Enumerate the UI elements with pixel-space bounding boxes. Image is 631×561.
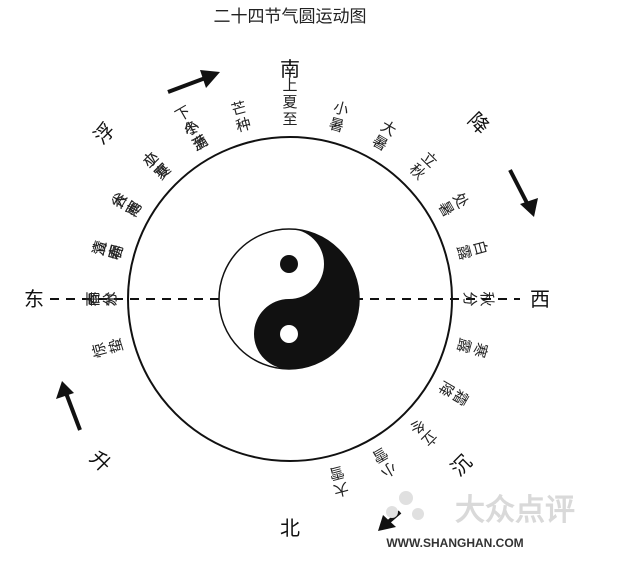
solar-term-label: 小雪 xyxy=(369,443,400,481)
solar-term-char: 秋 xyxy=(478,291,496,306)
solar-term-char: 雨 xyxy=(84,291,102,306)
yin-yang-icon xyxy=(218,228,360,370)
solar-term-label: 下冬至 xyxy=(172,102,211,154)
solar-term-char: 白 xyxy=(470,238,491,257)
solar-term-label: 立春 xyxy=(89,238,127,262)
solar-term-label: 大暑 xyxy=(369,117,400,155)
solar-term-label: 雨水 xyxy=(84,291,119,306)
solar-term-label: 春分 xyxy=(84,291,119,306)
solar-term-char: 春 xyxy=(84,291,102,306)
solar-term-label: 白露 xyxy=(453,238,491,262)
solar-term-label: 小寒 xyxy=(139,148,174,183)
side-label-top-right: 降 xyxy=(463,108,494,139)
direction-west: 西 xyxy=(530,287,550,311)
watermark-logo-icon xyxy=(386,491,424,520)
solar-term-char: 大 xyxy=(331,479,350,500)
diagram-title: 二十四节气圆运动图 xyxy=(214,7,367,27)
solar-term-label: 芒种 xyxy=(229,98,253,136)
solar-term-char: 夏 xyxy=(282,93,297,111)
solar-term-label: 惊蛰 xyxy=(89,336,127,360)
solar-term-char: 惊 xyxy=(89,340,110,359)
solar-term-label: 上夏至 xyxy=(282,76,297,128)
solar-term-char: 寒 xyxy=(470,340,491,359)
solar-term-char: 分 xyxy=(101,291,119,306)
solar-term-label: 小暑 xyxy=(327,98,351,136)
direction-east: 东 xyxy=(24,287,44,311)
solar-term-char: 芒 xyxy=(229,98,248,119)
solar-term-char: 种 xyxy=(234,114,253,135)
solar-term-label: 大寒 xyxy=(108,189,146,220)
solar-term-char: 雪 xyxy=(327,462,346,483)
solar-term-char: 清 xyxy=(89,238,110,257)
direction-south: 南 xyxy=(280,57,300,81)
solar-term-char: 至 xyxy=(282,110,297,128)
solar-term-label: 处暑 xyxy=(434,189,472,220)
watermark-site: WWW.SHANGHAN.COM xyxy=(386,536,523,550)
arrow-icon xyxy=(378,510,402,531)
solar-term-char: 露 xyxy=(453,243,474,262)
arrow-icon xyxy=(56,381,82,431)
solar-term-char: 暑 xyxy=(327,114,346,135)
solar-term-char: 立 xyxy=(89,238,110,257)
solar-term-char: 水 xyxy=(101,291,119,306)
solar-term-char: 蛰 xyxy=(105,336,126,355)
direction-north: 北 xyxy=(280,516,300,540)
solar-term-label: 霜降 xyxy=(434,378,472,409)
solar-term-label: 立冬 xyxy=(406,415,441,450)
solar-term-label: 立秋 xyxy=(406,148,441,183)
side-label-bottom-right: 沉 xyxy=(446,450,477,481)
solar-term-label: 大雪 xyxy=(327,462,351,500)
solar-term-label: 清明 xyxy=(89,238,127,262)
arrow-icon xyxy=(167,70,220,94)
solar-term-char: 分 xyxy=(461,291,479,306)
side-label-bottom-left: 升 xyxy=(85,446,116,477)
solar-term-char: 上 xyxy=(282,76,297,94)
solar-term-char: 明 xyxy=(105,243,126,262)
watermark-brand: 大众点评 xyxy=(455,493,575,528)
solar-term-char: 小 xyxy=(331,98,350,119)
solar-term-char: 春 xyxy=(105,243,126,262)
solar-term-label: 寒露 xyxy=(453,336,491,360)
arrow-icon xyxy=(508,169,538,217)
side-label-top-left: 浮 xyxy=(89,118,120,149)
solar-term-label: 秋分 xyxy=(461,291,496,306)
solar-term-char: 露 xyxy=(453,336,474,355)
